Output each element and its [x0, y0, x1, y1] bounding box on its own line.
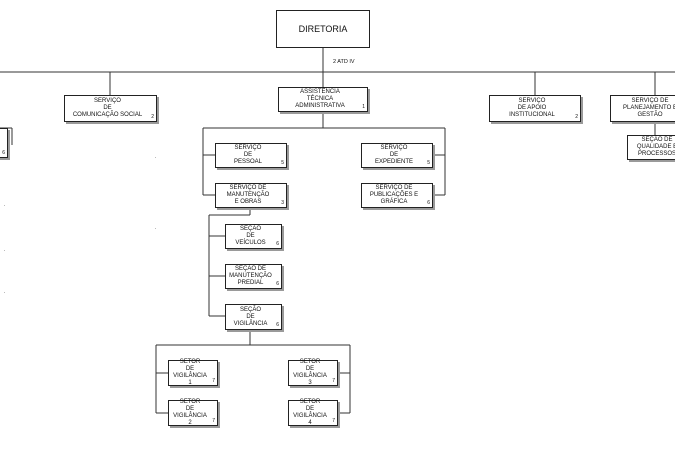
vig1-num: 7 — [212, 378, 215, 384]
diretoria-label: DIRETORIA — [298, 24, 348, 34]
vig4-num: 7 — [332, 418, 335, 424]
scan-dot — [155, 157, 156, 158]
setor-vigilancia-4-box[interactable]: SETOR DE VIGILÂNCIA 4 7 — [288, 399, 338, 426]
manutencao-predial-label: SEÇÃO DE MANUTENÇÃO PREDIAL — [229, 266, 272, 286]
pessoal-label: SERVIÇO DE PESSOAL — [233, 145, 262, 165]
servico-comunicacao-social-box[interactable]: SERVIÇO DE COMUNICAÇÃO SOCIAL 2 — [64, 95, 157, 122]
scan-dot — [4, 250, 5, 251]
comunicacao-num: 2 — [151, 114, 154, 120]
assistencia-tecnica-box[interactable]: ASSISTÊNCIA TÉCNICA ADMINISTRATIVA 1 — [278, 87, 368, 112]
manutencao-predial-num: 6 — [276, 281, 279, 287]
manutencao-obras-label: SERVIÇO DE MANUTENÇÃO E OBRAS — [226, 185, 270, 205]
apoio-num: 2 — [575, 114, 578, 120]
scan-dot — [4, 205, 5, 206]
qualidade-label: SEÇÃO DE QUALIDADE E PROCESSOS — [636, 137, 675, 157]
servico-pessoal-box[interactable]: SERVIÇO DE PESSOAL 5 — [215, 143, 287, 168]
publicacoes-num: 6 — [427, 200, 430, 206]
secao-manutencao-predial-box[interactable]: SEÇÃO DE MANUTENÇÃO PREDIAL 6 — [225, 264, 282, 289]
veiculos-num: 6 — [276, 241, 279, 247]
vig3-label: SETOR DE VIGILÂNCIA 3 — [293, 359, 327, 386]
setor-vigilancia-1-box[interactable]: SETOR DE VIGILÂNCIA 1 7 — [168, 359, 218, 386]
manutencao-obras-num: 3 — [281, 200, 284, 206]
vig4-label: SETOR DE VIGILÂNCIA 4 — [293, 399, 327, 426]
servico-publicacoes-box[interactable]: SERVIÇO DE PUBLICAÇÕES E GRÁFICA 6 — [361, 183, 433, 208]
vig3-num: 7 — [332, 378, 335, 384]
planejamento-label: SERVIÇO DE PLANEJAMENTO E GESTÃO — [623, 98, 675, 118]
veiculos-label: SEÇÃO DE VEÍCULOS — [235, 226, 266, 246]
scan-dot — [4, 292, 5, 293]
pessoal-num: 5 — [281, 160, 284, 166]
expediente-num: 5 — [427, 160, 430, 166]
left-cut-box[interactable]: 6 — [0, 128, 8, 158]
expediente-label: SERVIÇO DE EXPEDIENTE — [374, 145, 413, 165]
vig1-label: SETOR DE VIGILÂNCIA 1 — [173, 359, 207, 386]
assistencia-num: 1 — [362, 104, 365, 110]
servico-planejamento-box[interactable]: SERVIÇO DE PLANEJAMENTO E GESTÃO — [610, 95, 675, 122]
scan-dot — [155, 228, 156, 229]
secao-qualidade-box[interactable]: SEÇÃO DE QUALIDADE E PROCESSOS — [627, 135, 675, 160]
vig2-num: 7 — [212, 418, 215, 424]
left-cut-num: 6 — [2, 150, 5, 156]
apoio-label: SERVIÇO DE APOIO INSTITUCIONAL — [509, 98, 555, 118]
vigilancia-label: SEÇÃO DE VIGILÂNCIA — [233, 306, 268, 327]
servico-expediente-box[interactable]: SERVIÇO DE EXPEDIENTE 5 — [361, 143, 433, 168]
atd-label: 2 ATD IV — [333, 59, 355, 65]
servico-apoio-institucional-box[interactable]: SERVIÇO DE APOIO INSTITUCIONAL 2 — [489, 95, 581, 122]
vigilancia-num: 6 — [276, 322, 279, 328]
setor-vigilancia-2-box[interactable]: SETOR DE VIGILÂNCIA 2 7 — [168, 399, 218, 426]
servico-manutencao-obras-box[interactable]: SERVIÇO DE MANUTENÇÃO E OBRAS 3 — [215, 183, 287, 208]
publicacoes-label: SERVIÇO DE PUBLICAÇÕES E GRÁFICA — [369, 185, 419, 205]
secao-vigilancia-box[interactable]: SEÇÃO DE VIGILÂNCIA 6 — [225, 304, 282, 330]
diretoria-box[interactable]: DIRETORIA — [276, 10, 370, 48]
secao-veiculos-box[interactable]: SEÇÃO DE VEÍCULOS 6 — [225, 224, 282, 249]
setor-vigilancia-3-box[interactable]: SETOR DE VIGILÂNCIA 3 7 — [288, 359, 338, 386]
assistencia-label: ASSISTÊNCIA TÉCNICA ADMINISTRATIVA — [295, 89, 345, 109]
comunicacao-label: SERVIÇO DE COMUNICAÇÃO SOCIAL — [72, 98, 143, 118]
vig2-label: SETOR DE VIGILÂNCIA 2 — [173, 399, 207, 426]
